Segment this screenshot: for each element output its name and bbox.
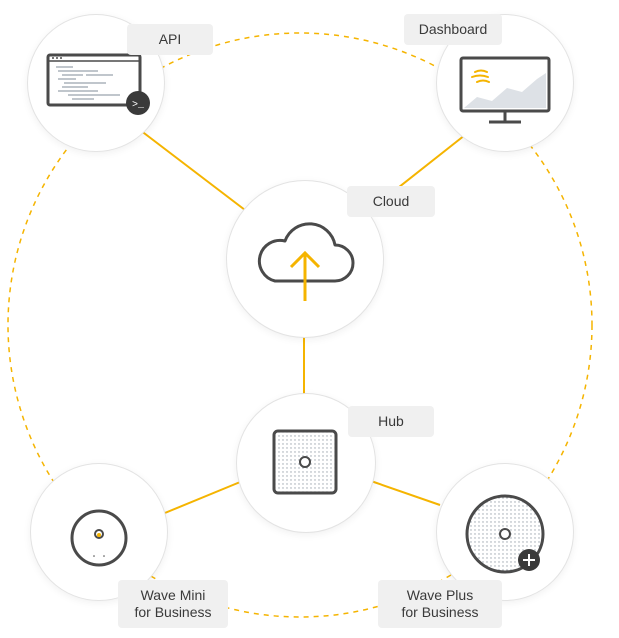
terminal-window-icon: >_ (46, 53, 150, 115)
hub-label-text: Hub (378, 413, 404, 429)
hub-label: Hub (348, 406, 434, 437)
wave-mini-label: Wave Mini for Business (118, 580, 228, 628)
dashed-ring (7, 32, 593, 618)
connector-hub-wavemini (159, 479, 246, 516)
cloud-label-text: Cloud (372, 193, 410, 209)
wave-mini-label-line1: Wave Mini (140, 587, 206, 603)
wave-plus-label-line1: Wave Plus (406, 587, 474, 603)
wave-mini-node (30, 463, 168, 601)
wave-plus-node (436, 463, 574, 601)
cloud-upload-icon (257, 222, 355, 301)
hub-device-icon (272, 429, 338, 495)
wave-plus-label: Wave Plus for Business (378, 580, 502, 628)
api-label: API (127, 24, 213, 55)
api-node: >_ (27, 14, 165, 152)
wave-plus-device-icon (465, 494, 545, 574)
wave-mini-device-icon (70, 509, 128, 567)
svg-text:>_: >_ (132, 100, 145, 111)
connector-api-cloud (139, 129, 246, 211)
wave-mini-label-line2: for Business (134, 604, 212, 620)
dashboard-label-text: Dashboard (418, 21, 488, 37)
connector-hub-waveplus (367, 479, 441, 506)
cloud-label: Cloud (347, 186, 435, 217)
api-label-text: API (158, 31, 182, 47)
monitor-chart-icon (459, 56, 551, 124)
dashboard-label: Dashboard (404, 14, 502, 45)
wave-plus-label-line2: for Business (401, 604, 479, 620)
